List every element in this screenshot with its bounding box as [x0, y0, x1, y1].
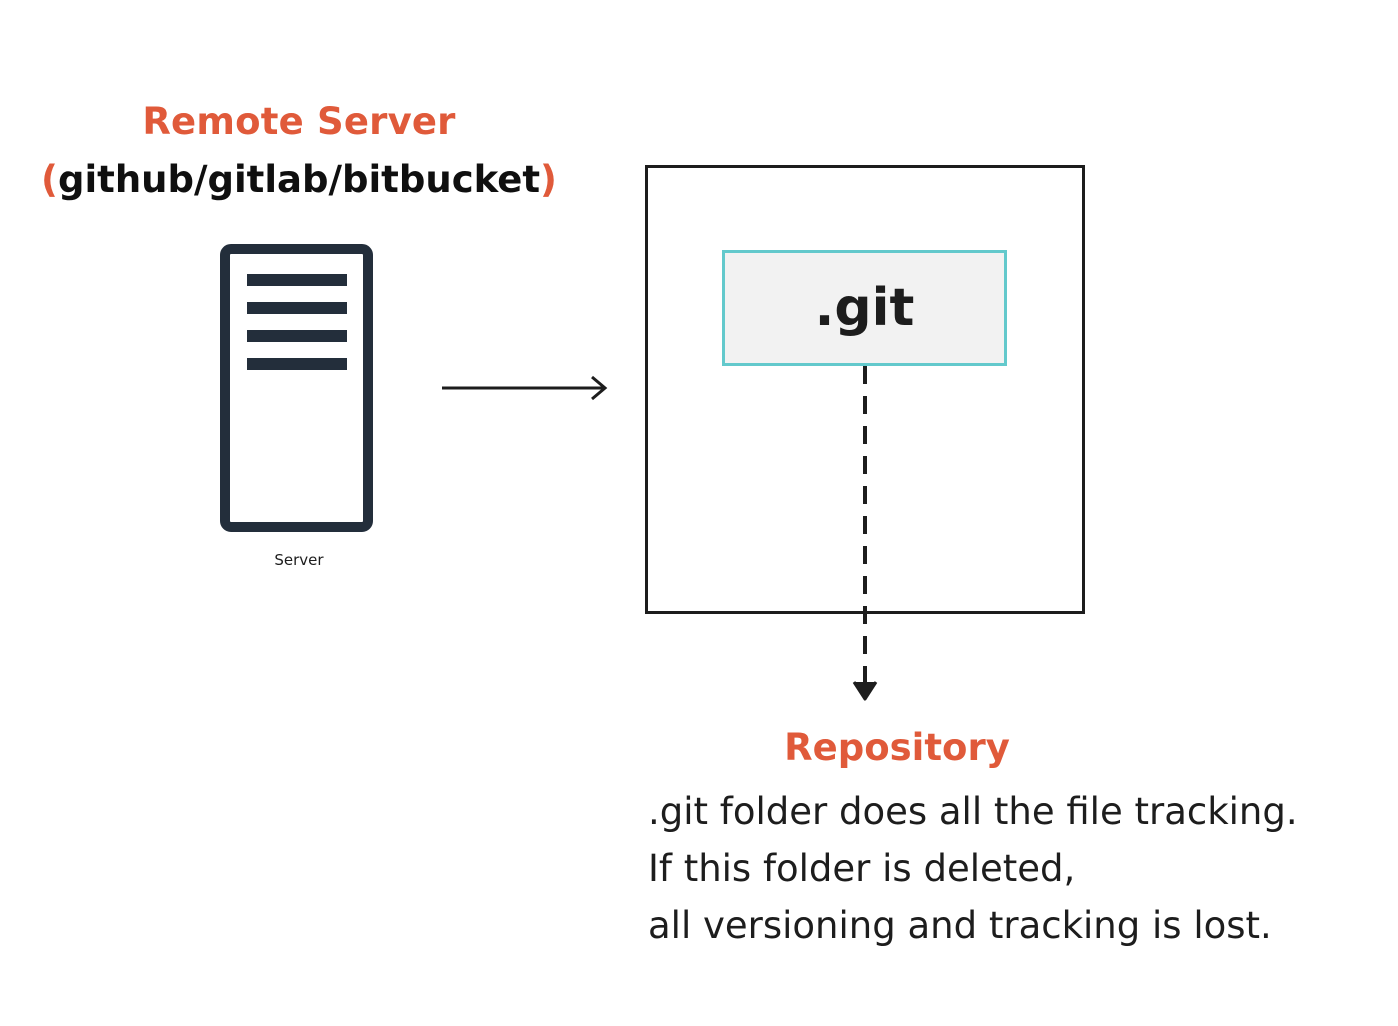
server-icon — [220, 244, 373, 532]
remote-server-subtitle: (github/gitlab/bitbucket) — [0, 158, 598, 201]
repository-description: .git folder does all the file tracking. … — [648, 783, 1368, 954]
description-line: .git folder does all the file tracking. — [648, 790, 1298, 833]
repository-box — [645, 165, 1085, 614]
remote-server-title: Remote Server — [142, 100, 456, 143]
git-folder-label: .git — [814, 278, 915, 338]
subtitle-close-paren: ) — [540, 158, 557, 201]
git-folder-box: .git — [722, 250, 1007, 366]
subtitle-hosts: github/gitlab/bitbucket — [57, 158, 541, 201]
description-line: all versioning and tracking is lost. — [648, 904, 1272, 947]
repository-title: Repository — [784, 726, 1010, 769]
description-line: If this folder is deleted, — [648, 847, 1076, 890]
subtitle-open-paren: ( — [41, 158, 58, 201]
dashed-arrow — [852, 366, 878, 701]
clone-arrow — [442, 375, 608, 401]
server-label: Server — [274, 551, 324, 569]
